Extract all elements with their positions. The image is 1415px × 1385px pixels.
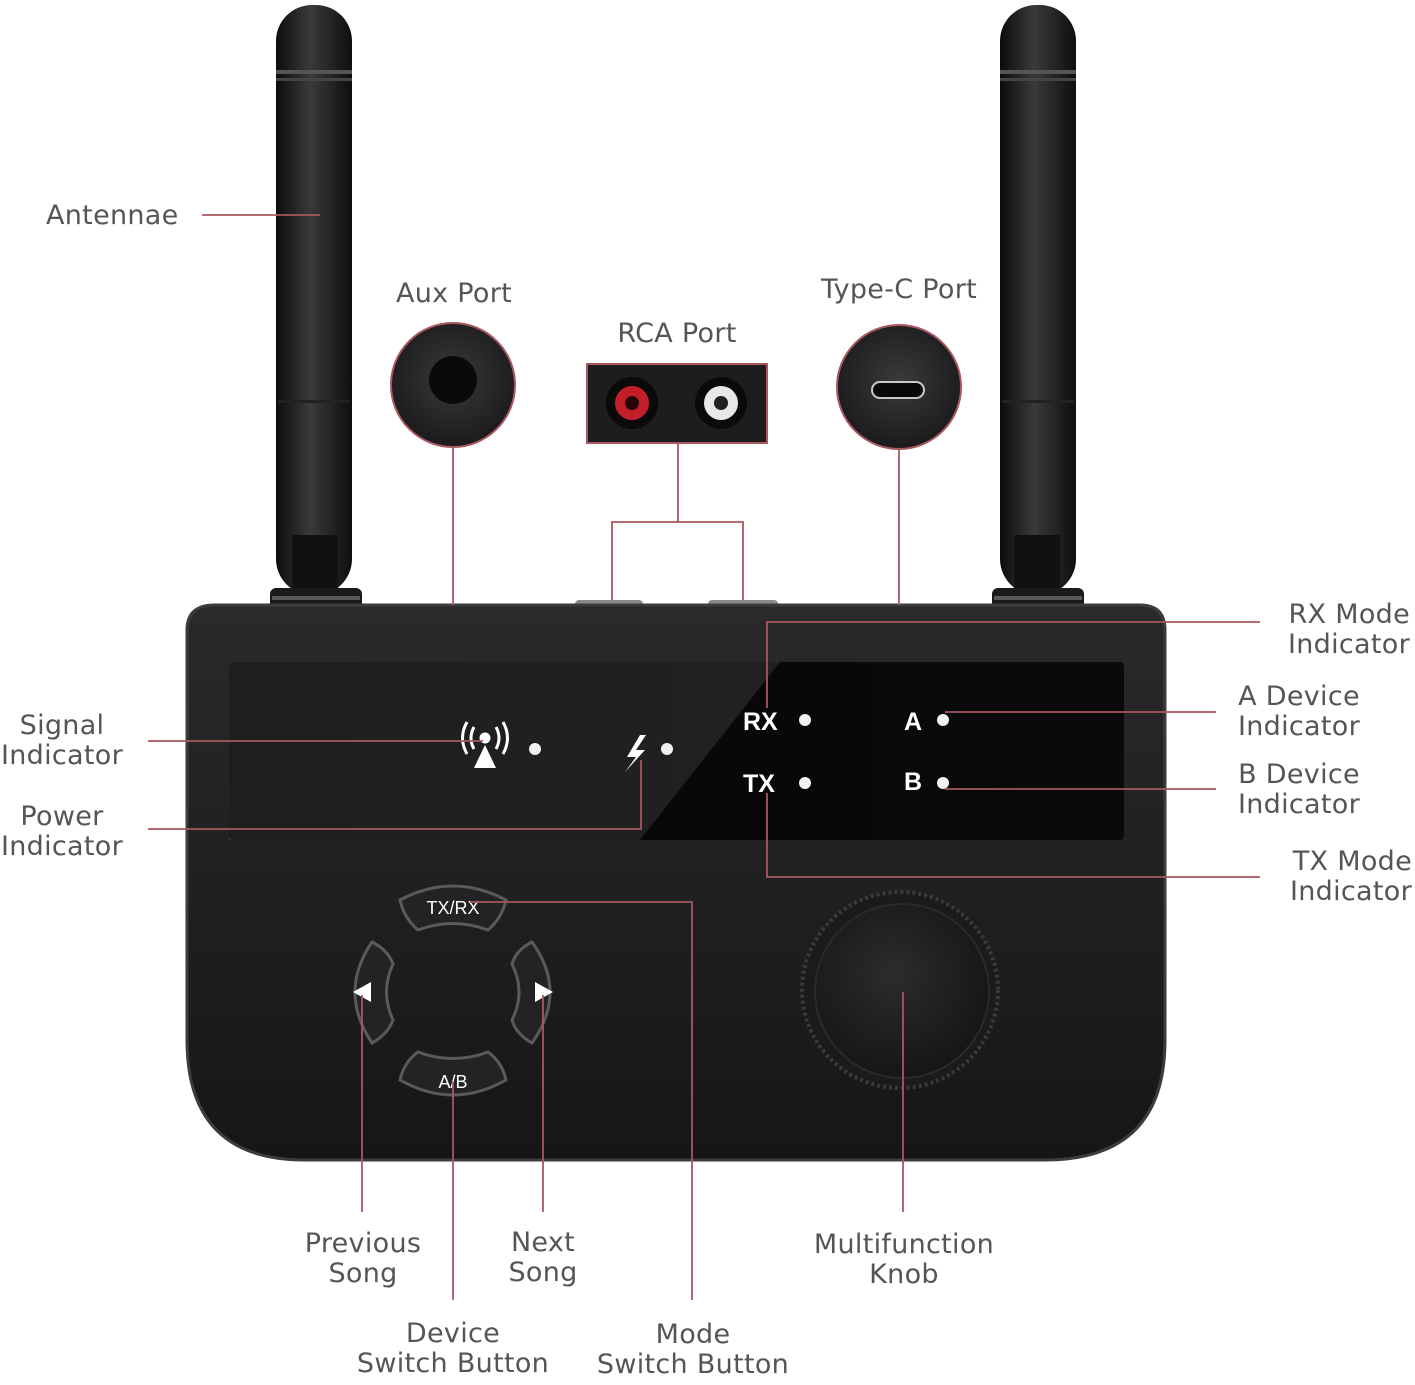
panel-rx-label: RX — [743, 708, 778, 736]
power-led — [661, 743, 673, 755]
panel-tx-label: TX — [743, 770, 775, 798]
b-led — [937, 777, 949, 789]
left-antenna — [270, 5, 362, 610]
power-icon — [625, 735, 646, 772]
type-c-port-closeup — [836, 324, 962, 450]
type-c-port-label: Type-C Port — [820, 274, 978, 305]
previous-arrow-icon — [353, 982, 371, 1002]
previous-button[interactable] — [353, 940, 395, 1045]
aux-port-label: Aux Port — [395, 278, 513, 309]
rx-led — [799, 714, 811, 726]
rca-port-closeup — [586, 363, 768, 444]
multifunction-knob[interactable] — [800, 890, 1000, 1090]
aux-port-closeup — [390, 322, 516, 448]
indicator-panel — [229, 662, 1124, 840]
signal-led — [529, 743, 541, 755]
right-antenna — [992, 5, 1084, 610]
next-arrow-icon — [535, 982, 553, 1002]
rca-port-label: RCA Port — [617, 318, 737, 349]
next-button[interactable] — [510, 940, 553, 1045]
tx-led — [799, 777, 811, 789]
leader-lines — [148, 214, 1260, 1300]
txrx-button[interactable]: TX/RX — [398, 884, 508, 932]
signal-icon — [461, 721, 509, 768]
panel-a-label: A — [904, 708, 922, 736]
antennae-label: Antennae — [46, 200, 179, 231]
a-led — [937, 714, 949, 726]
txrx-button-label: TX/RX — [426, 898, 479, 918]
panel-b-label: B — [904, 768, 922, 796]
ab-button[interactable]: A/B — [398, 1050, 508, 1097]
